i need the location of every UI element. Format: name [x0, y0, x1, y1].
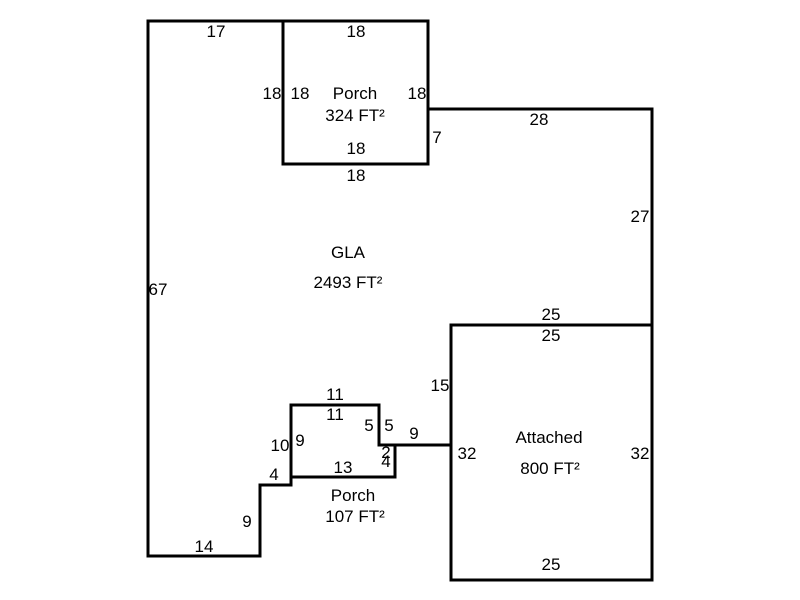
dim-porch-small-right-upper: 5: [364, 416, 373, 435]
porch-top-label: Porch: [333, 84, 377, 103]
dim-gla-left-of-attached: 15: [431, 376, 450, 395]
dim-gla-left: 67: [149, 280, 168, 299]
dim-attached-bottom: 25: [542, 555, 561, 574]
gla-area: 2493 FT²: [314, 273, 383, 292]
dim-gla-above-attached: 25: [542, 305, 561, 324]
attached-outline: [449, 323, 654, 582]
dim-gla-connector: 9: [409, 424, 418, 443]
attached-label: Attached: [515, 428, 582, 447]
gla-label: GLA: [331, 243, 366, 262]
attached-area: 800 FT²: [520, 459, 580, 478]
dim-gla-step: 4: [269, 465, 278, 484]
dim-gla-right-of-porch: 7: [432, 128, 441, 147]
dim-gla-small-porch-top-outer: 11: [326, 385, 344, 404]
dim-attached-top: 25: [542, 326, 561, 345]
dim-gla-small-porch-right-outer: 5: [384, 416, 393, 435]
gla-outline: [146, 19, 453, 558]
dim-gla-right: 27: [631, 207, 650, 226]
porch-small-label: Porch: [331, 486, 375, 505]
porch-small-area: 107 FT²: [325, 507, 385, 526]
dim-gla-porch-outer-bottom: 18: [347, 166, 366, 185]
dim-gla-lower-left-vertical: 9: [242, 512, 251, 531]
dim-porch-small-left: 9: [295, 431, 304, 450]
dim-porch-top-right: 18: [408, 84, 427, 103]
dim-gla-bottom: 14: [195, 537, 214, 556]
dim-porch-small-right-lower: 4: [381, 452, 390, 471]
dim-porch-top-top: 18: [347, 22, 366, 41]
dim-gla-top-left: 17: [207, 22, 226, 41]
porch-top-outline: [281, 19, 430, 166]
porch-top-area: 324 FT²: [325, 106, 385, 125]
porch-small-outline: [289, 443, 397, 479]
dim-attached-left: 32: [458, 444, 477, 463]
dim-porch-top-bottom: 18: [347, 139, 366, 158]
dim-porch-small-step-horizontal: 2: [381, 443, 390, 462]
gla-outline-right: [426, 107, 654, 327]
dim-gla-small-porch-left-outer: 10: [271, 436, 290, 455]
dim-attached-right: 32: [631, 444, 650, 463]
dim-porch-small-bottom: 13: [334, 458, 353, 477]
dim-gla-top-right: 28: [530, 110, 549, 129]
dim-porch-small-top: 11: [326, 405, 344, 424]
dim-porch-top-left: 18: [291, 84, 310, 103]
dim-gla-porch-outer-left: 18: [263, 84, 282, 103]
